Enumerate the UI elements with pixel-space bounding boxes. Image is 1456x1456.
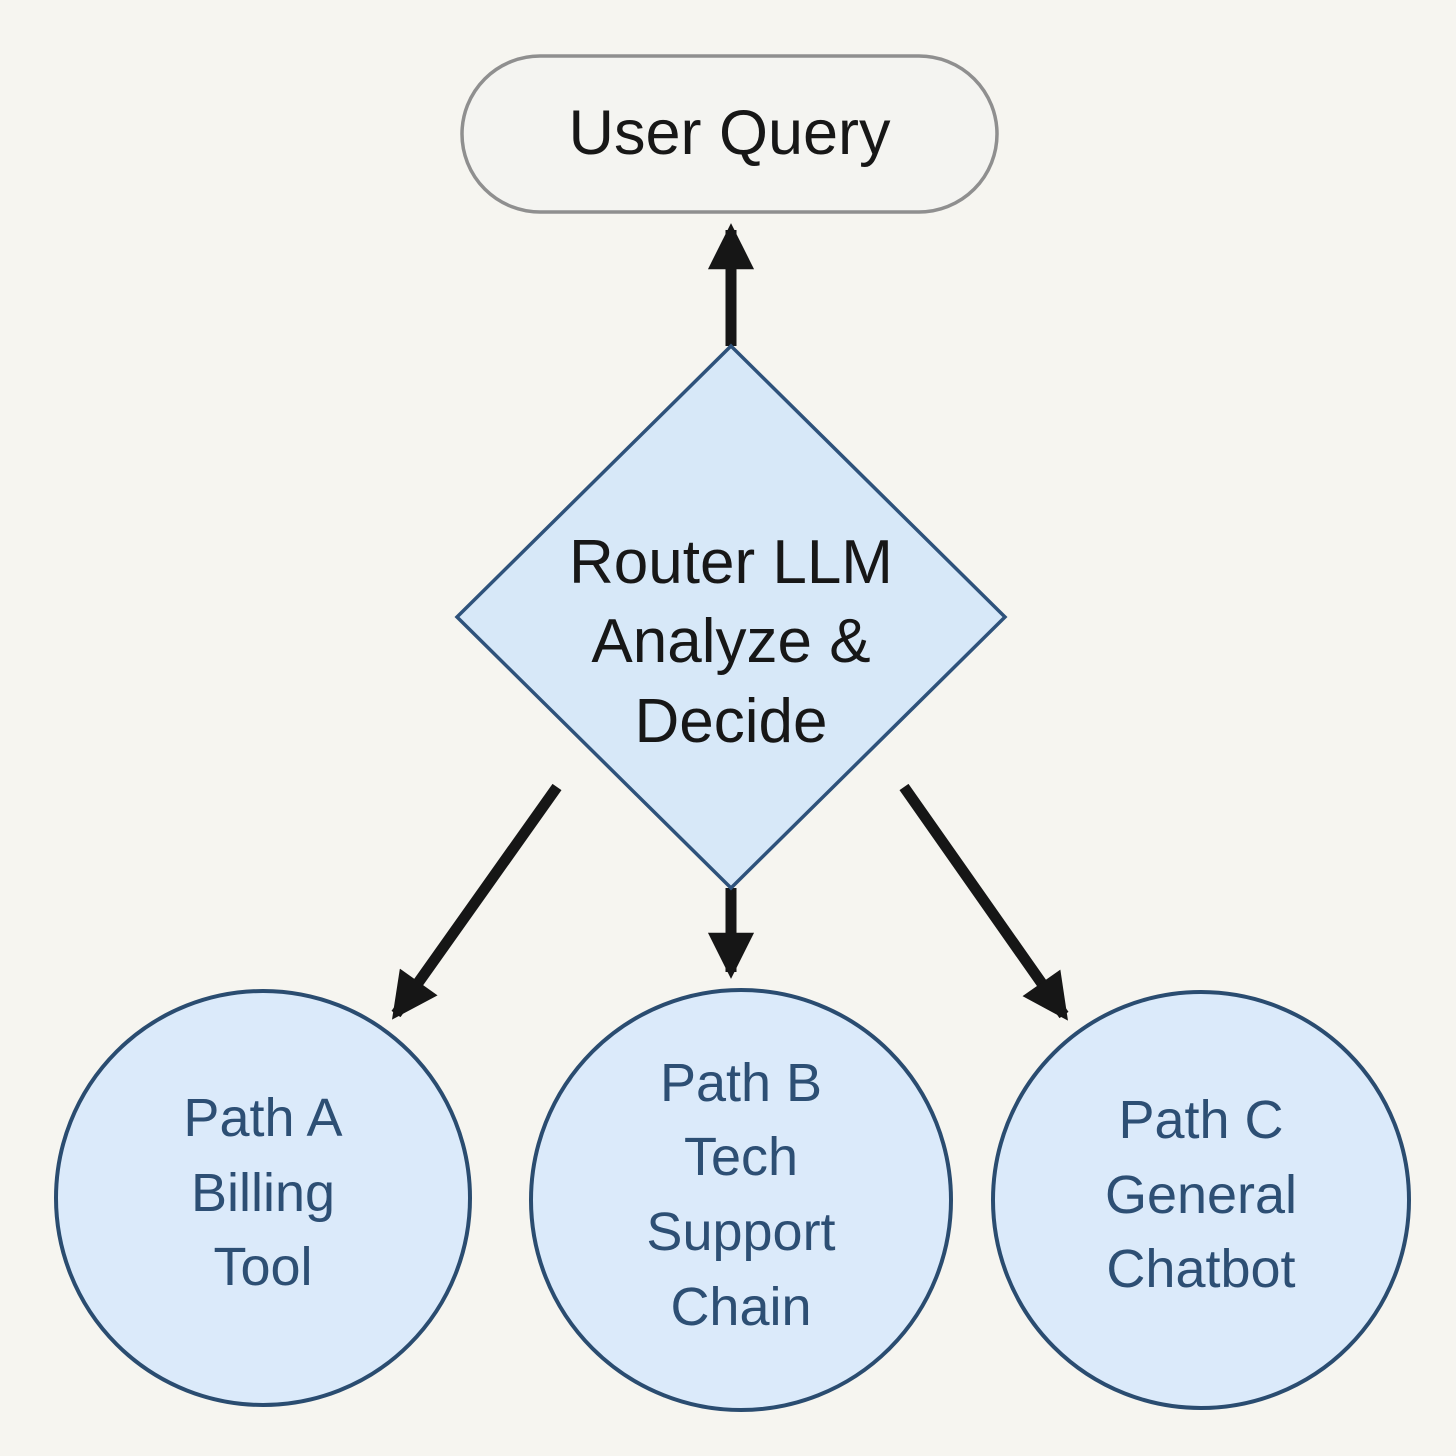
arrow-router-to-path-a <box>391 783 562 1020</box>
path-a-node-shape <box>54 989 472 1407</box>
arrow-router-to-path-c <box>899 783 1069 1021</box>
path-b-node-shape <box>529 988 953 1412</box>
path-c-node-shape <box>991 990 1411 1410</box>
router-decision-node-shape <box>454 343 1008 891</box>
user-query-node-shape <box>460 54 999 214</box>
